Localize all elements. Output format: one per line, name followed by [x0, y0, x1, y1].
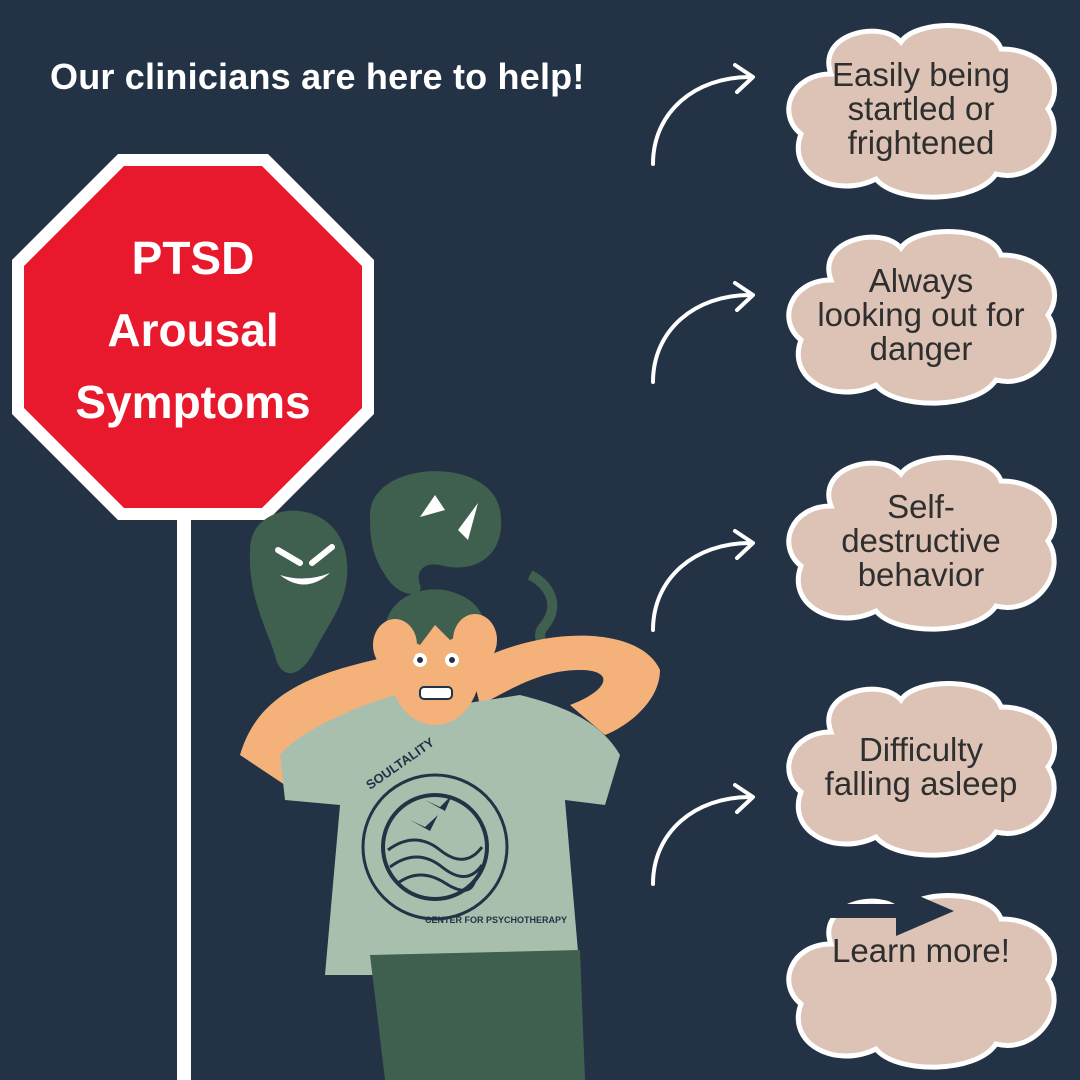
symptom-cloud: Difficulty falling asleep [776, 672, 1066, 862]
stop-sign-line: Symptoms [75, 376, 311, 428]
learn-more-button[interactable]: Learn more! [776, 884, 1066, 1074]
sign-pole [177, 515, 191, 1080]
symptom-cloud: Easily being startled or frightened [776, 14, 1066, 204]
stop-sign-line: Arousal [107, 304, 279, 356]
cloud-shape [786, 455, 1058, 632]
right-arrow-icon [781, 886, 954, 936]
stop-sign-text: PTSD Arousal Symptoms [10, 222, 376, 438]
headline: Our clinicians are here to help! [50, 56, 585, 97]
stop-sign [12, 154, 374, 520]
shirt-logo-bottom-text: CENTER FOR PSYCHOTHERAPY [425, 915, 567, 925]
symptom-text: Always looking out for danger [817, 262, 1025, 367]
stop-sign-line: PTSD [131, 232, 255, 284]
symptom-text: Self-destructive behavior [841, 488, 1001, 593]
stressed-person-illustration: SOULTALITY CENTER FOR PSYCHOTHERAPY [240, 471, 660, 1080]
learn-more-label: Learn more! [832, 932, 1010, 969]
curved-arrow-icon [651, 63, 755, 166]
curved-arrow-icon [651, 529, 755, 632]
cloud-shape [786, 229, 1058, 406]
cloud-shape [786, 681, 1058, 858]
symptom-cloud: Self-destructive behavior [776, 446, 1066, 636]
symptom-text: Easily being startled or frightened [832, 56, 1010, 161]
curved-arrow-icon [651, 281, 755, 384]
ghost-left [249, 510, 348, 674]
ghost-right [370, 471, 558, 655]
symptom-text: Difficulty falling asleep [824, 731, 1018, 802]
cloud-shape [786, 23, 1058, 200]
symptom-cloud: Always looking out for danger [776, 220, 1066, 410]
curved-arrow-icon [651, 783, 755, 886]
